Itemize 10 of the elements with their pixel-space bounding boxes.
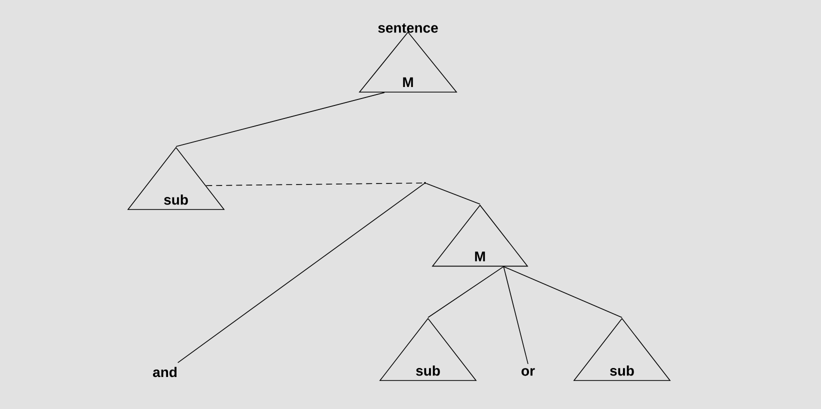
heading: sentence: [378, 24, 438, 33]
branch-line: [206, 182, 424, 186]
word: and: [152, 366, 177, 378]
word: or: [522, 368, 535, 376]
branch-line: [503, 266, 528, 364]
branch-line: [176, 92, 385, 147]
branch-line: [503, 266, 622, 318]
branch-line: [177, 183, 424, 364]
branch-line: [428, 266, 504, 318]
branch-line: [426, 183, 480, 205]
